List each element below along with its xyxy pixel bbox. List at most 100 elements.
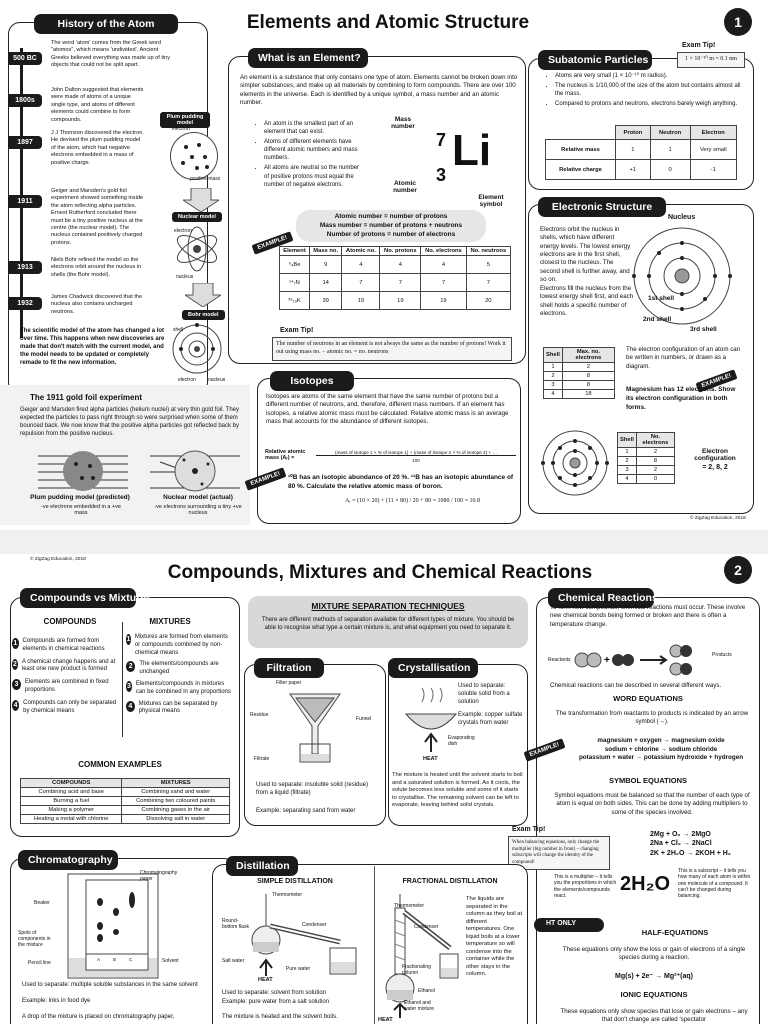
subatomic-tip-label: Exam Tip!	[682, 42, 716, 49]
plum-caption: Plum pudding model (predicted)	[30, 494, 130, 501]
pencil-line-label: Pencil line	[28, 960, 51, 966]
f-condenser-label: Condenser	[414, 924, 439, 930]
chromatography-used: Used to separate: multiple soluble subst…	[22, 982, 198, 988]
table-cell: 7	[465, 273, 512, 292]
page-title-1: Elements and Atomic Structure	[246, 12, 530, 33]
svg-text:+: +	[604, 655, 610, 666]
subatomic-bullet: Atoms are very small (1 × 10⁻¹⁰ m radius…	[555, 72, 745, 80]
formula-line: Atomic number = number of protons	[334, 213, 448, 220]
magnesium-shell-icon	[541, 430, 609, 496]
reactants-label: Reactants	[548, 657, 571, 663]
thermometer-label: Thermometer	[272, 892, 303, 898]
half-equations-title: HALF-EQUATIONS	[641, 928, 709, 937]
page-number-2: 2	[724, 556, 752, 584]
ram-formula-denominator: 100	[412, 458, 420, 463]
filtration-header: Filtration	[254, 658, 324, 678]
flask-label: Round-bottom flask	[222, 918, 249, 930]
filter-paper-label: Filter paper	[276, 680, 302, 686]
crystallisation-box	[388, 664, 528, 826]
chromatography-paper-label: Chromatography paper	[140, 870, 178, 882]
fractional-text: The liquids are separated in the column …	[466, 896, 523, 978]
nuclear-goldfoil-icon	[150, 450, 240, 492]
table-cell: Combining two coloured paints	[121, 796, 230, 806]
fractional-distillation-title: FRACTIONAL DISTILLATION	[402, 878, 498, 885]
shell-diagram-icon	[632, 227, 732, 325]
arrow-down-icon	[183, 188, 219, 212]
distillation-divider	[374, 866, 375, 1024]
electronic-text-3: The electron configuration of an atom ca…	[626, 346, 741, 370]
table-header-cell: No. electrons	[635, 432, 676, 448]
positive-mass-label: positive mass	[190, 176, 221, 182]
table-cell: 8	[635, 456, 676, 466]
year-1897: 1897	[8, 136, 42, 149]
word-equation: magnesium + oxygen → magnesium oxide	[597, 737, 725, 744]
table-cell: 20	[465, 291, 512, 310]
history-text-1897: J J Thomson discovered the electron. He …	[51, 130, 144, 166]
history-text-1932: James Chadwick discovered that the nucle…	[51, 294, 143, 315]
table-cell: 1	[615, 139, 651, 160]
word-equation: potassium + water → potassium hydroxide …	[578, 754, 744, 761]
goldfoil-text: Geiger and Marsden fired alpha particles…	[20, 407, 240, 438]
list-item-text: Elements are combined in fixed proportio…	[24, 679, 109, 693]
year-1800s: 1800s	[8, 94, 42, 107]
electronic-text-2: Electrons fill the nucleus from the lowe…	[540, 285, 634, 318]
table-cell: 0	[649, 159, 691, 180]
chromatography-text: A drop of the mixture is placed on chrom…	[22, 1014, 175, 1020]
plum-pudding-goldfoil-icon	[38, 451, 128, 491]
goldfoil-title: The 1911 gold foil experiment	[30, 393, 143, 402]
half-equations-text: These equations only show the loss or ga…	[562, 946, 746, 962]
symbol-equation: 2K + 2H₂O → 2KOH + H₂	[650, 849, 731, 857]
table-cell: Combining gases in the air	[121, 805, 230, 815]
condenser-label: Condenser	[302, 922, 327, 928]
table-cell: +1	[615, 159, 651, 180]
word-equation-list: magnesium + oxygen → magnesium oxide sod…	[566, 737, 756, 763]
formula-line: Mass number = number of protons + neutro…	[319, 222, 463, 230]
table-header-cell: No. protons	[379, 246, 422, 256]
subatomic-bullet: Compared to protons and neutrons, electr…	[555, 100, 745, 108]
solvent-label: Solvent	[162, 958, 179, 964]
word-equations-text: The transformation from reactants to pro…	[555, 710, 749, 726]
table-header-row: Proton Neutron Electron	[545, 125, 738, 140]
table-cell: 4	[543, 389, 563, 399]
arrow-down-icon-2	[185, 283, 221, 307]
plum-pudding-diagram	[170, 132, 218, 180]
table-header-cell	[545, 125, 616, 140]
list-item-text: Compounds can only be separated by chemi…	[23, 699, 117, 714]
table-header-cell: Element	[279, 246, 310, 256]
multiplier-note: This is a multiplier – it tells you the …	[554, 874, 617, 899]
table-cell: 2	[543, 371, 563, 381]
compounds-title: COMPOUNDS	[43, 617, 97, 626]
table-cell: 19	[379, 291, 422, 310]
reactions-tip-label: Exam Tip!	[512, 826, 546, 833]
cvm-divider	[122, 622, 123, 737]
crystallisation-heat: HEAT	[423, 756, 438, 762]
table-cell: 2	[635, 447, 676, 457]
table-cell: 4	[420, 255, 467, 274]
element-header: What is an Element?	[248, 48, 368, 68]
table-header-cell: Electron	[689, 125, 738, 140]
table-cell: 2	[617, 456, 637, 466]
list-item-text: A chemical change happens and at least o…	[21, 658, 116, 673]
table-header-cell: COMPOUNDS	[19, 778, 123, 788]
copyright-2: © ZigZag Education, 2018	[30, 557, 86, 562]
nuclear-subcaption: -ve electrons surrounding a tiny +ve nuc…	[154, 504, 242, 516]
chromatography-example: Example: inks in food dye	[22, 998, 91, 1004]
history-text-1800s: John Dalton suggested that elements were…	[51, 87, 144, 123]
nuclear-atom-icon	[176, 226, 218, 272]
table-cell: Relative charge	[544, 159, 617, 180]
